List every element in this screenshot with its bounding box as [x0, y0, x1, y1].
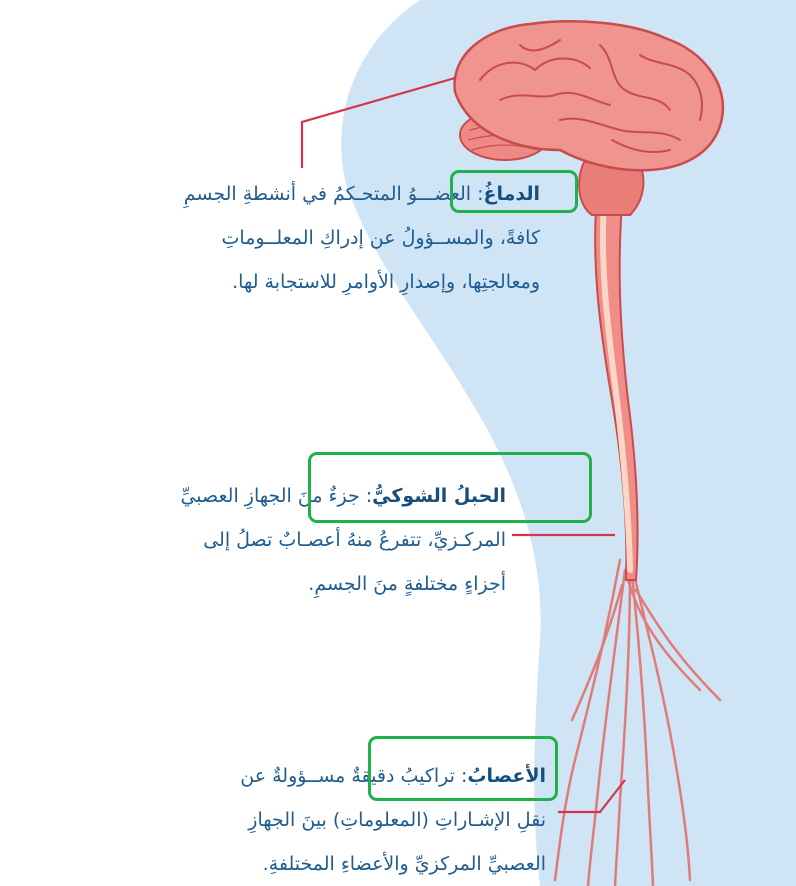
nerves-line-3: العصبيِّ المركزيِّ والأعضاءِ المختلفةِ. [240, 842, 546, 886]
spinal-cord-term-highlight-box [308, 452, 592, 523]
nerves-term-highlight-box [368, 736, 558, 801]
spinal-cord-line-2: المركـزيِّ، تتفرعُ منهُ أعصـابٌ تصلُ إلى [180, 518, 506, 562]
brain-line-3: ومعالجتِها، وإصدارِ الأوامرِ للاستجابة ل… [184, 260, 540, 304]
brain-line-1-text: : العضـــوُ المتحـكمُ في أنشطةِ الجسمِ [184, 183, 484, 205]
nerves-line-2: نقلِ الإشـاراتِ (المعلوماتِ) بينَ الجهاز… [240, 798, 546, 842]
spinal-cord-line-3: أجزاءٍ مختلفةٍ منَ الجسمِ. [180, 562, 506, 606]
brain-line-2: كافةً، والمســؤولُ عن إدراكِ المعلــومات… [184, 216, 540, 260]
brain-term-highlight-box [450, 170, 578, 213]
